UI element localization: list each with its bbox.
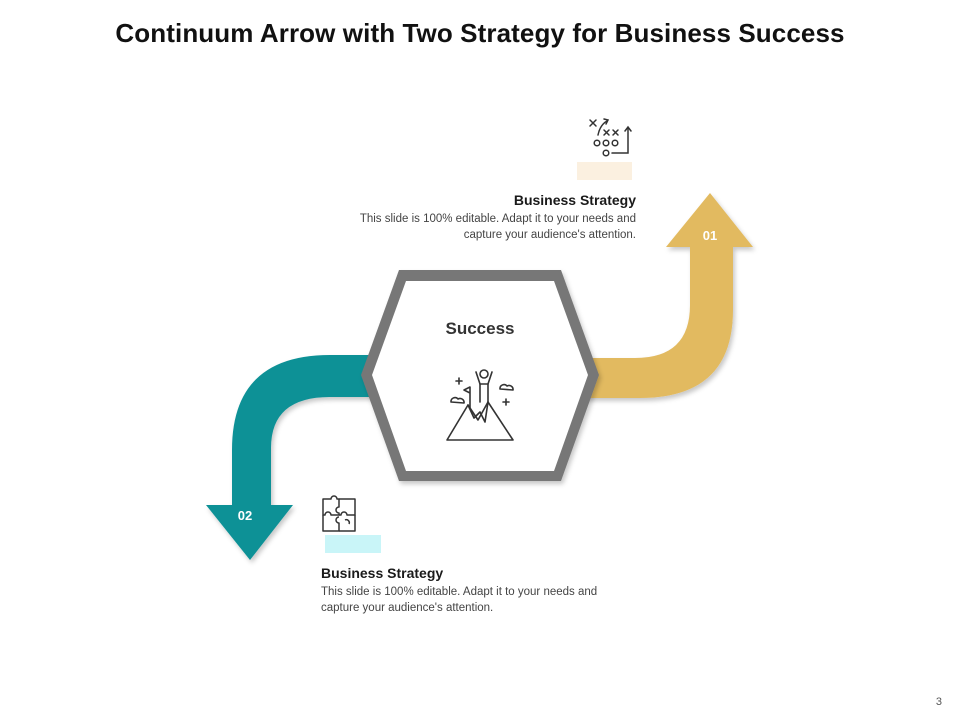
slide-title: Continuum Arrow with Two Strategy for Bu… [115, 18, 845, 48]
step-01-description-line-2: capture your audience's attention. [463, 229, 636, 241]
step-02-description-line-2: capture your audience's attention. [321, 602, 494, 614]
step-01-description-line-1: This slide is 100% editable. Adapt it to… [359, 213, 636, 225]
page-number: 3 [935, 696, 942, 708]
step-01-heading: Business Strategy [513, 192, 636, 208]
center-label: Success [446, 319, 515, 338]
arrow-01 [575, 193, 753, 398]
step-02-description-line-1: This slide is 100% editable. Adapt it to… [321, 586, 598, 598]
puzzle-icon [322, 495, 356, 532]
step-01-text-block: Business Strategy This slide is 100% edi… [300, 192, 636, 243]
strategy-play-icon [589, 118, 632, 157]
step-02-accent-bar [325, 535, 381, 553]
step-01-accent-bar [577, 162, 632, 180]
step-02-heading: Business Strategy [321, 565, 444, 581]
step-02-text-block: Business Strategy This slide is 100% edi… [321, 565, 643, 616]
arrow-02 [206, 355, 385, 560]
step-01-number: 01 [703, 228, 717, 243]
mountain-summit-person-icon [446, 369, 514, 441]
step-02-number: 02 [238, 508, 252, 523]
